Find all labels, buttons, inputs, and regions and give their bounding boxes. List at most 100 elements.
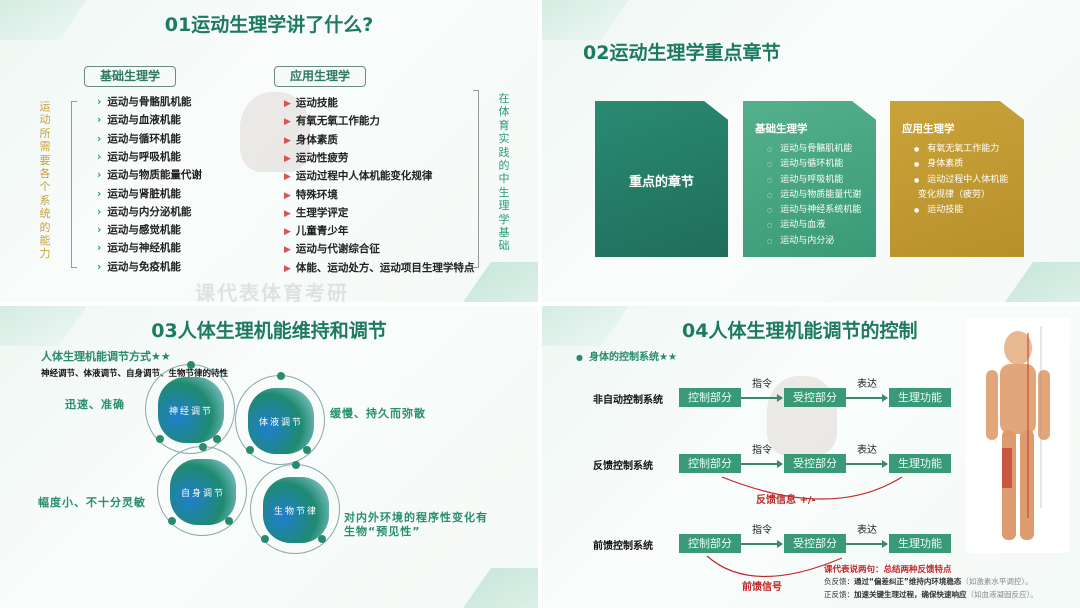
card-list-item: 运动与骨骼肌机能 [771, 142, 876, 157]
arrow-right-icon [741, 394, 783, 401]
item-text: 运动与血液机能 [107, 114, 181, 127]
slide-title: 03人体生理机能维持和调节 [151, 320, 387, 342]
flow-box: 生理功能 [889, 534, 951, 553]
basic-list-item: › 运动与骨骼肌机能 [97, 94, 191, 109]
feedforward-arc [706, 555, 843, 578]
subtitle: ● 身体的控制系统★★ [576, 348, 677, 363]
arrow-label: 指令 [752, 445, 772, 456]
triangle-right-icon: ▶ [284, 208, 291, 219]
arrow-right-icon [846, 394, 888, 401]
row-label: 前馈控制系统 [593, 541, 653, 552]
card-title: 应用生理学 [902, 123, 955, 135]
triangle-right-icon: ▶ [284, 135, 291, 146]
triangle-right-icon: ▶ [284, 172, 291, 183]
chevron-right-icon: › [97, 169, 102, 182]
card-list-item: 身体素质 [918, 157, 1014, 172]
card-list-item: 运动与物质能量代谢 [771, 188, 876, 203]
chevron-right-icon: › [97, 114, 102, 127]
card-title: 基础生理学 [755, 123, 808, 135]
basic-list-item: ›运动与循环机能 [97, 131, 181, 146]
note-title: 课代表说两句：总结两种反馈特点 [824, 565, 952, 575]
basic-list-item: › 运动与神经机能 [97, 240, 181, 255]
arrow-right-icon [846, 540, 888, 547]
feedback-arc [721, 476, 903, 500]
loop-arrows [706, 476, 903, 578]
item-text: 生理学评定 [295, 206, 349, 219]
card-basic: 基础生理学 运动与骨骼肌机能运动与循环机能运动与呼吸机能运动与物质能量代谢运动与… [743, 101, 876, 257]
orb-humoral: 体液调节 [235, 372, 325, 465]
item-text: 特殊环境 [295, 188, 338, 201]
slide-2: 02运动生理学重点章节 重点的章节 基础生理学 运动与骨骼肌机能运动与循环机能运… [542, 0, 1080, 302]
slide-title: 02运动生理学重点章节 [583, 42, 781, 64]
right-side-text: 在体育实践的中生理学基础 [498, 92, 510, 253]
subtitle: 人体生理机能调节方式★★ [41, 350, 171, 363]
subtitle-text: 身体的控制系统★★ [588, 352, 677, 363]
decoration [990, 262, 1080, 302]
applied-list-item: ▶儿童青少年 [284, 223, 348, 238]
flow-box: 生理功能 [889, 454, 951, 473]
applied-list-item: ▶有氧无氧工作能力 [284, 113, 380, 128]
right-brace [473, 90, 479, 268]
card-list-item: 运动与循环机能 [771, 157, 876, 172]
applied-list-item: ▶运动与代谢综合征 [284, 241, 380, 256]
basic-list-item: ›运动与物质能量代谢 [97, 167, 202, 182]
applied-list-item: ▶特殊环境 [284, 187, 338, 202]
orb-label: 体液调节 [248, 388, 314, 454]
flow-box: 受控部分 [784, 454, 846, 473]
basic-list-item: › 运动与免疫机能 [97, 259, 181, 274]
note-example: （如激素水平调控）。 [961, 577, 1033, 586]
triangle-right-icon: ▶ [284, 117, 291, 128]
chevron-right-icon: › [97, 242, 102, 255]
item-text: 运动与免疫机能 [107, 260, 181, 273]
flow-box: 控制部分 [679, 388, 741, 407]
flow-box: 控制部分 [679, 534, 741, 553]
left-side-text: 运动所需要各个系统的能力 [39, 100, 51, 261]
bullet-icon: ● [576, 353, 583, 362]
triangle-right-icon: ▶ [284, 153, 291, 164]
note-negative: 负反馈：通过“偏差纠正”维持内环境稳态（如激素水平调控）。 [824, 576, 1033, 587]
note-positive: 正反馈：加速关键生理过程，确保快速响应（如血液凝固反应）。 [824, 589, 1038, 600]
item-text: 运动与骨骼肌机能 [107, 96, 192, 108]
orb-note: 缓慢、持久而弥散 [330, 407, 426, 420]
note-example: （如血液凝固反应）。 [966, 590, 1038, 599]
card-list-item: 有氧无氧工作能力 [918, 142, 1014, 157]
row-label: 非自动控制系统 [593, 395, 663, 406]
chevron-right-icon: › [97, 260, 102, 273]
watermark-avatar [240, 92, 310, 172]
header-basic: 基础生理学 [84, 66, 176, 87]
orb-label: 自身调节 [170, 459, 236, 525]
triangle-right-icon: ▶ [284, 263, 291, 274]
chevron-right-icon: › [97, 205, 102, 218]
orb-rhythm: 生物节律 [250, 461, 340, 554]
decoration [448, 568, 538, 608]
row-label: 反馈控制系统 [593, 461, 653, 472]
note-text: 通过“偏差纠正”维持内环境稳态 [854, 577, 962, 586]
triangle-right-icon: ▶ [284, 99, 291, 109]
loop-label: 前馈信号 [742, 582, 782, 593]
chevron-right-icon: › [97, 96, 102, 108]
orb-note: 对内外环境的程序性变化有生物“预见性” [344, 511, 488, 538]
item-text: 运动与感觉机能 [107, 224, 181, 237]
card-key-chapters: 重点的章节 [595, 101, 728, 257]
chevron-right-icon: › [97, 224, 102, 237]
card-list-item: 运动过程中人体机能变化规律（疲劳） [918, 173, 1014, 204]
item-text: 运动与神经机能 [107, 242, 181, 255]
note-label: 正反馈： [824, 590, 854, 599]
item-text: 运动与肾脏机能 [107, 187, 181, 200]
orb-label: 生物节律 [263, 477, 329, 543]
slide-4: 04人体生理机能调节的控制 ● 身体的控制系统★★ 课代表说两句：总结两种反馈特点… [542, 306, 1080, 608]
item-text: 运动与呼吸机能 [107, 150, 181, 163]
card-list-item: 运动与血液 [771, 218, 876, 233]
item-text: 运动与代谢综合征 [295, 243, 380, 256]
card-list-item: 运动技能 [918, 203, 1014, 218]
flow-box: 受控部分 [784, 388, 846, 407]
card-title: 重点的章节 [628, 175, 694, 190]
chevron-right-icon: › [97, 132, 102, 145]
watermark: 课代表体育考研 [195, 281, 349, 302]
applied-list-item: ▶运动技能 [284, 95, 338, 110]
item-text: 儿童青少年 [295, 225, 349, 238]
slide-title: 04人体生理机能调节的控制 [682, 320, 918, 342]
card-list: 运动与骨骼肌机能运动与循环机能运动与呼吸机能运动与物质能量代谢运动与神经系统机能… [771, 142, 876, 249]
item-text: 运动性疲劳 [295, 151, 349, 164]
description: 神经调节、体液调节、自身调节、生物节律的特性 [41, 369, 229, 379]
